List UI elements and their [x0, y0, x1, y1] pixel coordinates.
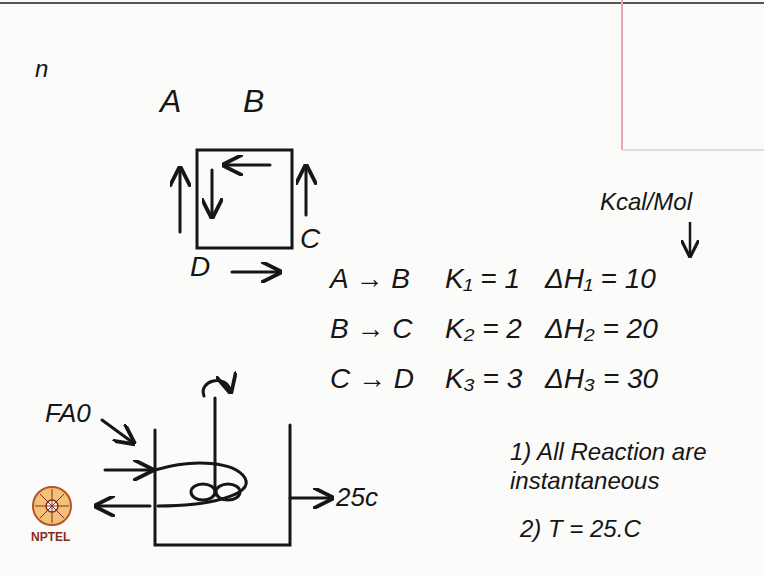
feed-label: FA0: [45, 398, 91, 429]
rate-constant: K₃ = 3: [445, 362, 522, 396]
watermark: NPTEL: [31, 530, 70, 544]
reaction: C → D: [330, 362, 414, 396]
stirred-tank-reactor: [98, 381, 330, 545]
unit-label: Kcal/Mol: [600, 188, 692, 217]
species-letter: B: [243, 82, 264, 120]
species-letter: C: [300, 222, 320, 256]
reaction-enthalpy: ΔH₃ = 30: [545, 362, 658, 396]
unit-arrow: [689, 222, 692, 254]
rate-constant: K₁ = 1: [445, 262, 520, 296]
reaction-enthalpy: ΔH₂ = 20: [545, 312, 658, 346]
rate-constant: K₂ = 2: [445, 312, 522, 346]
reaction: B → C: [330, 312, 412, 346]
outlet-temperature: 25c: [336, 482, 378, 513]
assumption-note: 2) T = 25.C: [520, 515, 641, 544]
assumption-note: 1) All Reaction are instantaneous: [510, 438, 750, 496]
page-mark: n: [35, 55, 48, 84]
paper-lines: [0, 0, 764, 150]
reaction: A → B: [330, 262, 410, 296]
species-letter: A: [160, 82, 181, 120]
species-letter: D: [190, 250, 210, 284]
reaction-enthalpy: ΔH₁ = 10: [545, 262, 656, 296]
nptel-logo: [33, 487, 71, 525]
